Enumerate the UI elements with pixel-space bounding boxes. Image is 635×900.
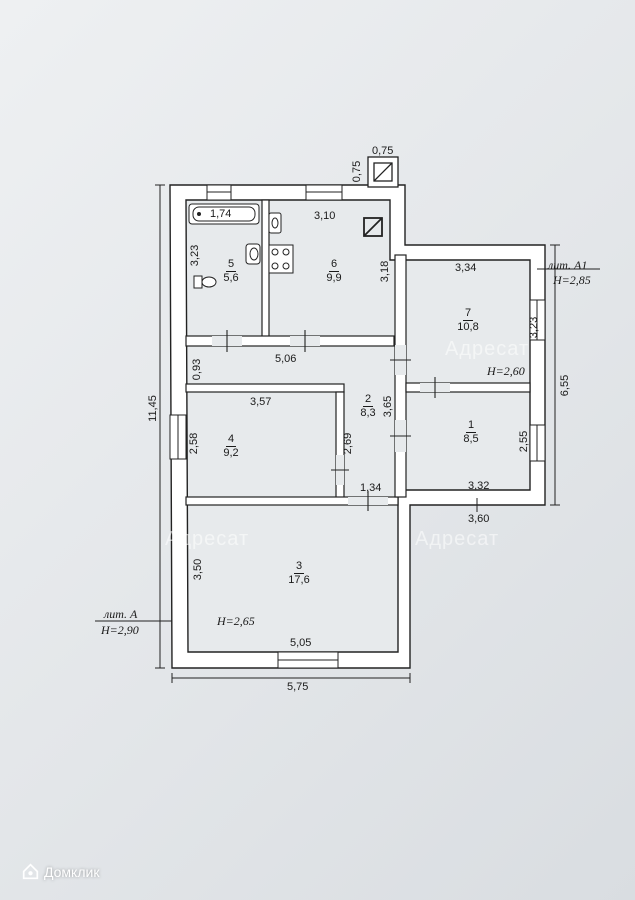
lit-a1-label: лит. А1: [548, 258, 588, 272]
brand-name: Домклик: [44, 863, 100, 880]
room-4-area: 9,2: [223, 446, 239, 459]
room-3-area: 17,6: [288, 573, 310, 586]
house-icon: [22, 863, 39, 880]
lit-a-label: лит. А: [104, 607, 138, 621]
room-7-label: 7 10,8: [453, 307, 483, 333]
wall-bath-kitchen: [261, 199, 270, 341]
windows: [169, 184, 546, 669]
dim-annex-bottom: 3,60: [468, 513, 490, 525]
watermark-adresat-3: Адресат: [415, 528, 500, 550]
watermark-adresat-1: Адресат: [445, 338, 530, 360]
wall-room4-bottom: [185, 496, 399, 506]
dim-room4-height-left: 2,58: [188, 432, 201, 455]
dim-room2-height: 3,65: [382, 395, 395, 418]
chimney: [367, 156, 399, 188]
room-6-label: 6 9,9: [322, 258, 346, 284]
dim-room3-height: 3,50: [192, 558, 205, 581]
dim-total-height: 11,45: [146, 395, 159, 422]
fixtures: [188, 203, 294, 289]
dimension-lines: [95, 184, 600, 683]
dim-annex-height: 6,55: [559, 374, 572, 397]
room-3-height-note: H=2,65: [217, 614, 255, 628]
room-7-number: 7: [462, 307, 474, 321]
dim-room2-bottom: 1,34: [360, 482, 382, 494]
room-7-height-note: H=2,60: [487, 364, 525, 378]
room-2-area: 8,3: [360, 406, 376, 419]
room-4-label: 4 9,2: [219, 433, 243, 459]
bathtub: [188, 203, 260, 225]
dim-room7-width: 3,34: [455, 262, 477, 274]
domclick-brand[interactable]: Домклик: [22, 863, 99, 880]
room-4-number: 4: [225, 433, 237, 447]
lit-a-height: H=2,90: [101, 623, 139, 637]
room-2-number: 2: [362, 393, 374, 407]
wall-hall-room4: [185, 383, 345, 393]
room-2-label: 2 8,3: [357, 393, 379, 419]
room-3-label: 3 17,6: [284, 560, 314, 586]
dim-room4-width: 3,57: [250, 396, 272, 408]
stove-block: [363, 217, 383, 237]
dim-room1-height: 2,55: [518, 430, 531, 453]
room-1-label: 1 8,5: [460, 419, 482, 445]
dim-room3-width: 5,05: [290, 637, 312, 649]
door-marks: [226, 330, 436, 511]
dim-hall-length: 5,06: [275, 353, 297, 365]
room-6-number: 6: [328, 258, 340, 272]
dim-bathtub: 1,74: [210, 208, 232, 220]
room-7-area: 10,8: [457, 320, 479, 333]
room-5-label: 5 5,6: [220, 258, 242, 284]
dim-chimney-height: 0,75: [351, 160, 364, 183]
wall-room7-room1: [405, 382, 531, 393]
wall-left-of-room7: [394, 254, 407, 498]
dim-hall-width: 0,93: [191, 358, 204, 381]
room-6-area: 9,9: [326, 271, 342, 284]
toilet: [193, 275, 203, 289]
dim-room7-height: 3,23: [528, 316, 541, 339]
wall-main-inner: [185, 199, 531, 653]
dim-room1-width: 3,32: [468, 480, 490, 492]
room-5-area: 5,6: [223, 271, 239, 284]
kitchen-stove: [268, 244, 294, 274]
dim-room5-height: 3,23: [189, 244, 202, 267]
dim-chimney-width: 0,75: [372, 145, 394, 157]
dim-room6-width: 3,10: [314, 210, 336, 222]
room-5-number: 5: [225, 258, 237, 272]
room-1-number: 1: [465, 419, 477, 433]
room-1-area: 8,5: [463, 432, 479, 445]
dim-room4-height-right: 2,69: [342, 432, 355, 455]
dim-room6-height: 3,18: [379, 260, 392, 283]
watermark-adresat-2: Адресат: [165, 528, 250, 550]
dim-total-width: 5,75: [287, 681, 309, 693]
room-3-number: 3: [293, 560, 305, 574]
lit-a1-height: H=2,85: [553, 273, 591, 287]
